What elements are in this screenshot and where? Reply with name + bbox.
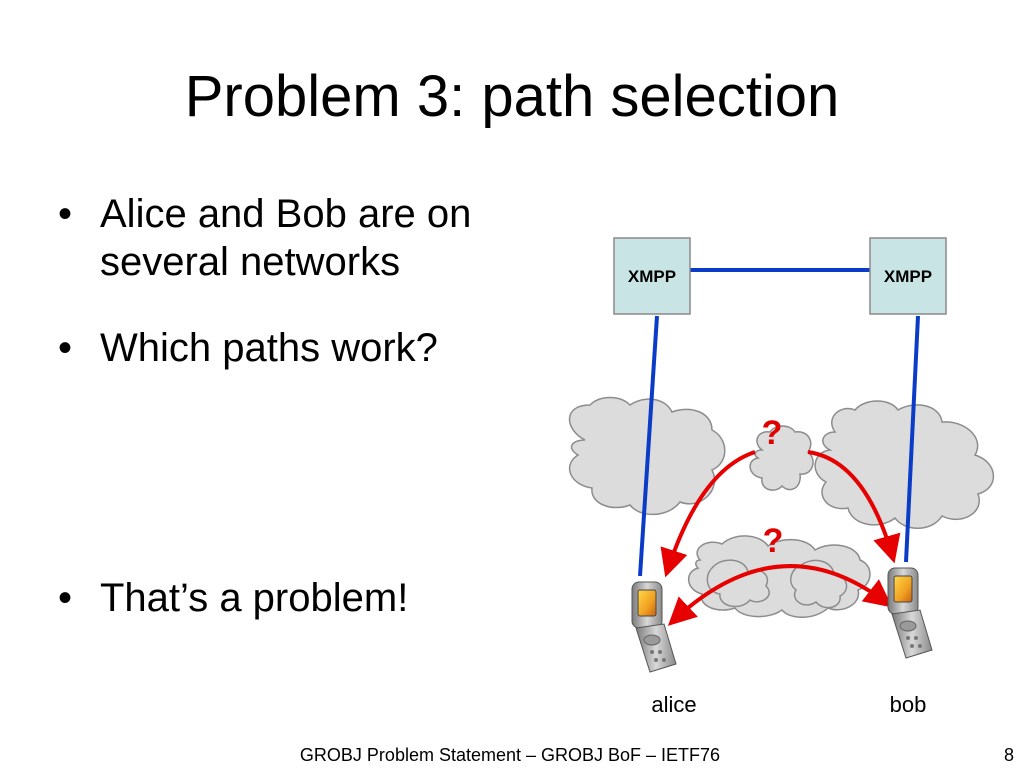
alice-label: alice <box>651 692 696 717</box>
xmpp-server-left <box>613 237 691 315</box>
bullet-item: Which paths work? <box>58 324 570 372</box>
bob-label: bob <box>890 692 927 717</box>
bob-server-link <box>904 315 920 563</box>
slide-footer: GROBJ Problem Statement – GROBJ BoF – IE… <box>299 745 721 765</box>
question-mark-top: ? <box>762 414 783 452</box>
right-cloud <box>814 400 995 529</box>
alice-path-arrow-top <box>660 450 756 578</box>
bullet-item: Alice and Bob are on several networks <box>58 190 570 286</box>
bob-phone-icon <box>887 567 933 659</box>
middle-cloud <box>749 425 814 491</box>
bob-path-arrow-top <box>807 450 901 564</box>
bullet-item: That’s a problem! <box>58 574 570 622</box>
xmpp-server-right <box>869 237 947 315</box>
xmpp-server-right-label: XMPP <box>884 267 932 286</box>
xmpp-server-left-label: XMPP <box>628 267 676 286</box>
page-number: 8 <box>1003 745 1014 765</box>
alice-phone-icon <box>631 581 677 673</box>
slide-title: Problem 3: path selection <box>184 64 840 129</box>
direct-path-arrow <box>667 564 893 626</box>
question-mark-bottom: ? <box>763 522 784 560</box>
alice-server-link <box>638 315 659 577</box>
